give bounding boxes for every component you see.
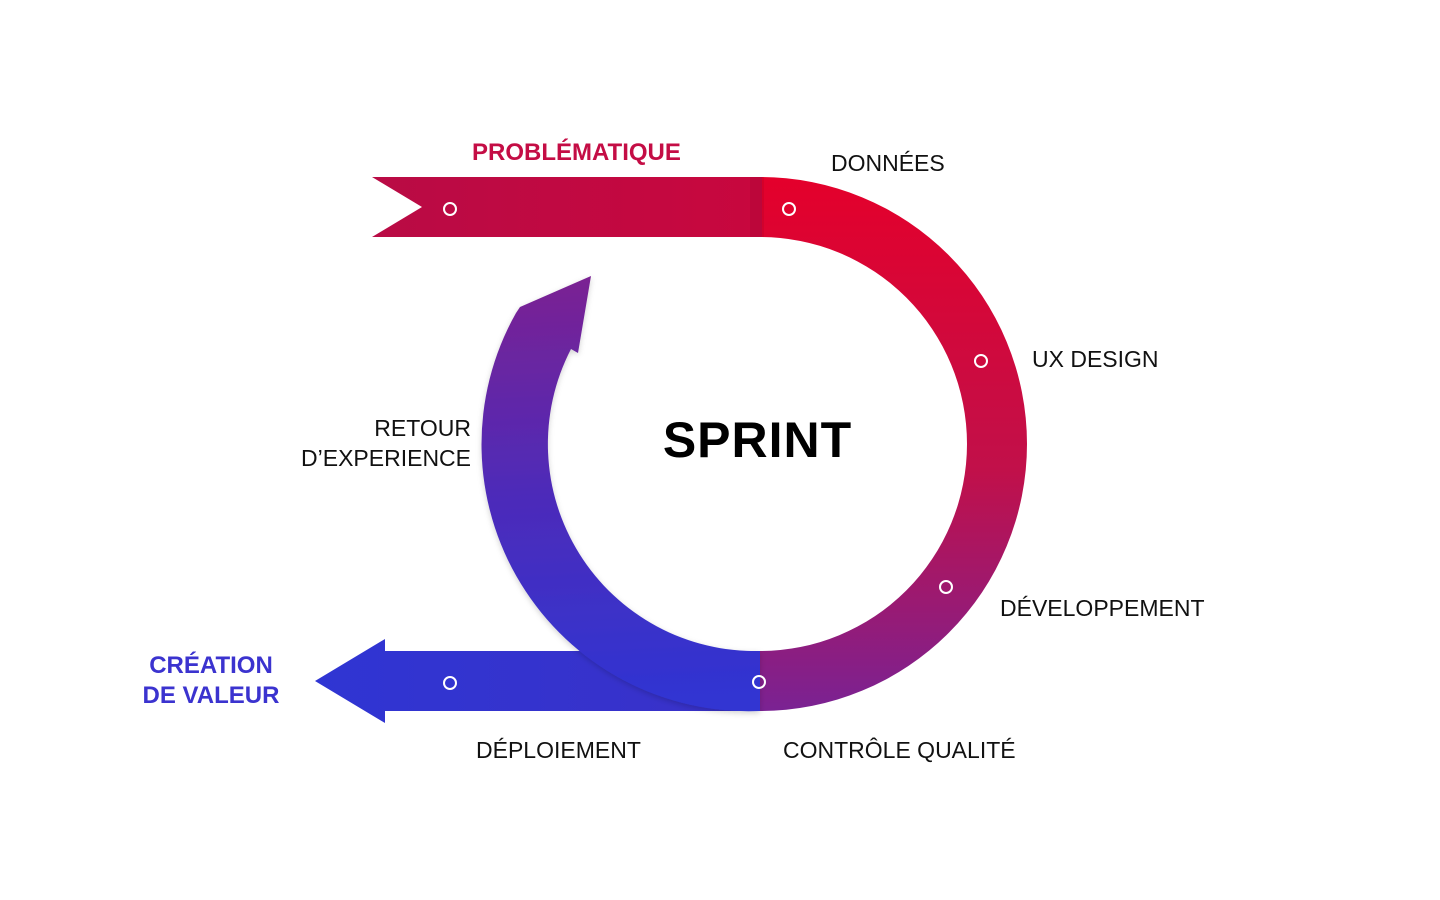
center-title: SPRINT (662, 412, 853, 468)
marker-deploiement (443, 676, 457, 690)
step-label-retour: RETOUR D’EXPERIENCE (250, 413, 471, 473)
step-label-deploiement: DÉPLOIEMENT (476, 737, 641, 763)
input-ribbon-band (372, 177, 762, 237)
end-label-line-1: CRÉATION (149, 652, 273, 679)
marker-developpement (939, 580, 953, 594)
step-label-ux-design: UX DESIGN (1032, 346, 1159, 372)
step-label-controle-qualite: CONTRÔLE QUALITÉ (783, 737, 1016, 763)
ring-left-arc (481, 276, 760, 712)
ring-right-half (760, 177, 1027, 711)
marker-start (443, 202, 457, 216)
start-label: PROBLÉMATIQUE (472, 139, 681, 166)
step-label-developpement: DÉVELOPPEMENT (1000, 595, 1205, 621)
step-label-retour-line-2: D’EXPERIENCE (301, 445, 471, 471)
marker-ux-design (974, 354, 988, 368)
step-label-retour-line-1: RETOUR (374, 415, 471, 441)
end-label: CRÉATION DE VALEUR (120, 651, 302, 711)
marker-controle-qualite (752, 675, 766, 689)
step-label-donnees: DONNÉES (831, 150, 945, 176)
marker-donnees (782, 202, 796, 216)
end-label-line-2: DE VALEUR (142, 682, 280, 709)
